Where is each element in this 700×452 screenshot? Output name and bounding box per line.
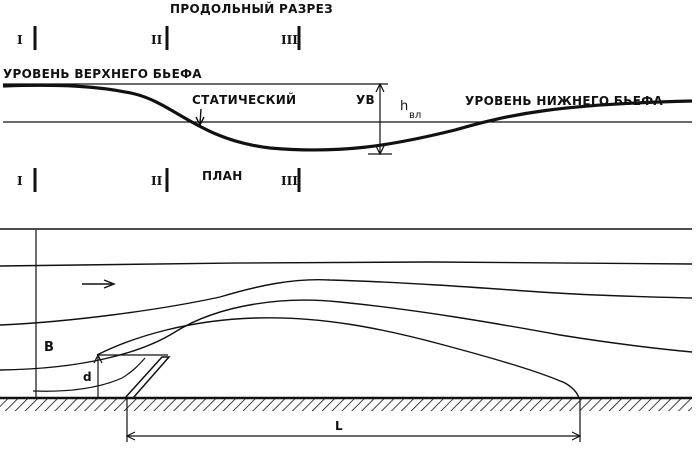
b-label: B <box>44 340 54 355</box>
eddy-zone-boundary <box>96 317 580 399</box>
d-arrowhead <box>93 353 103 364</box>
svg-text:III: III <box>281 174 298 188</box>
d-label: d <box>83 370 92 384</box>
l-label: L <box>335 419 343 433</box>
svg-text:II: II <box>151 33 163 47</box>
h-label: h <box>400 99 408 114</box>
uv-label: УВ <box>356 93 375 107</box>
static-arrowhead <box>195 116 205 127</box>
lower-level-label: УРОВЕНЬ НИЖНЕГО БЬЕФА <box>465 94 663 108</box>
section-mark-top-2: II <box>151 26 169 50</box>
riverbank-hatching <box>0 398 692 411</box>
streamline-1 <box>0 261 693 267</box>
l-arrow-right <box>571 431 582 441</box>
uv-arrow-top <box>375 82 385 93</box>
upper-level-label: УРОВЕНЬ ВЕРХНЕГО БЬЕФА <box>3 67 202 81</box>
uv-arrow-bottom <box>375 145 385 156</box>
svg-text:I: I <box>17 174 23 188</box>
title-text: ПРОДОЛЬНЫЙ РАЗРЕЗ <box>170 1 333 16</box>
static-label: СТАТИЧЕСКИЙ <box>192 92 296 107</box>
section-mark-bottom-1: I <box>17 168 37 192</box>
static-arrow <box>199 108 202 125</box>
spur-dike <box>123 356 171 399</box>
streamline-3 <box>0 299 693 371</box>
h-subscript: вл <box>409 110 421 121</box>
streamline-2 <box>0 278 693 326</box>
upstream-curve <box>32 357 146 392</box>
section-mark-top-3: III <box>281 26 301 50</box>
plan-label: ПЛАН <box>202 169 243 183</box>
section-mark-bottom-2: II <box>151 168 169 192</box>
flow-arrowhead <box>103 279 116 289</box>
l-arrow-left <box>125 431 136 441</box>
section-mark-top-1: I <box>17 26 37 50</box>
svg-text:II: II <box>151 174 163 188</box>
svg-text:I: I <box>17 33 23 47</box>
water-surface-profile <box>2 83 693 152</box>
svg-text:III: III <box>281 33 298 47</box>
section-mark-bottom-3: III <box>281 168 301 192</box>
